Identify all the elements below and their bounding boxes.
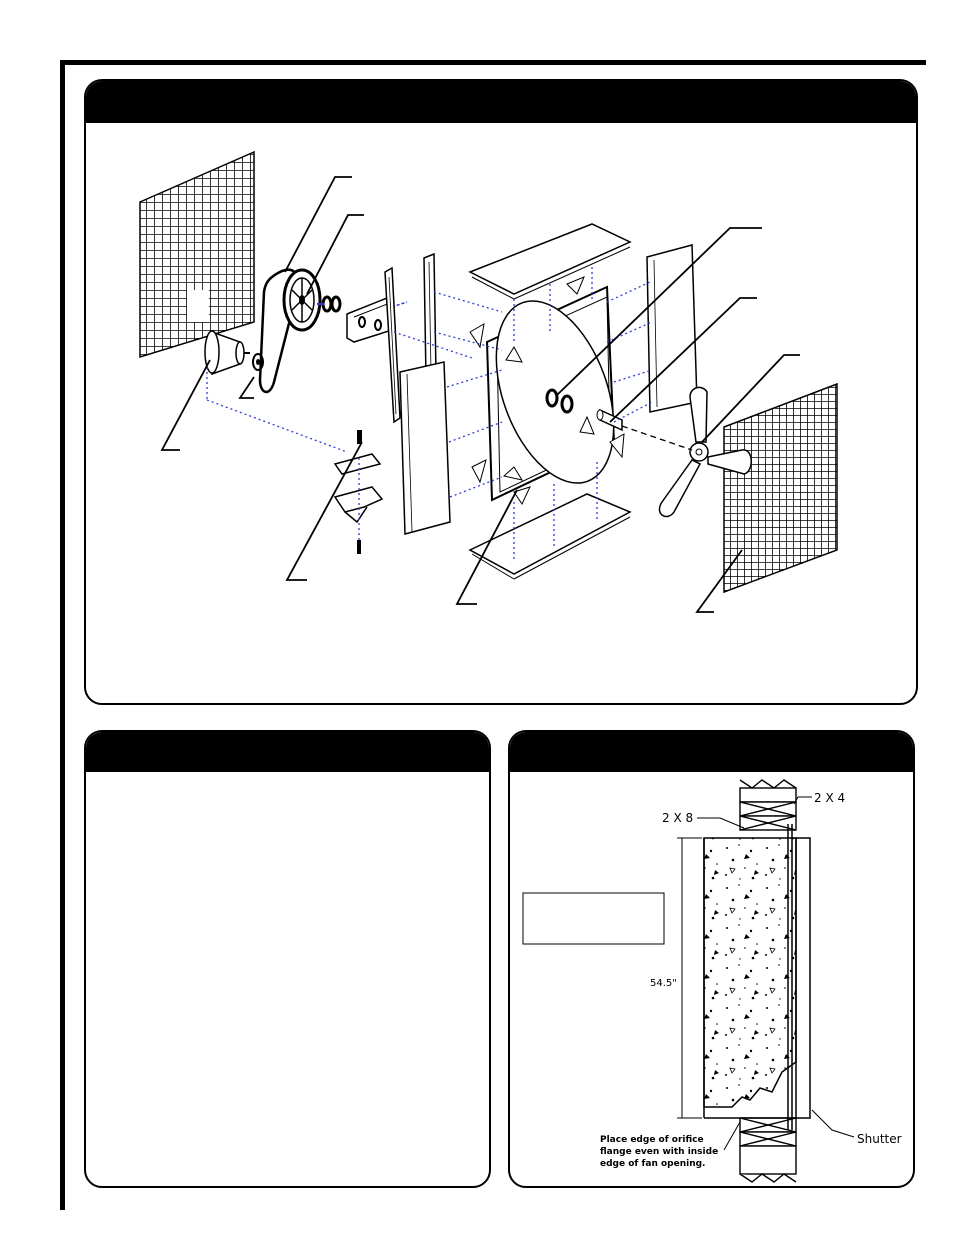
instructions-header: [86, 732, 489, 772]
label-height: 54.5": [650, 978, 677, 989]
fan-shaft-bearings: [545, 388, 574, 414]
exploded-view-header: [86, 81, 916, 123]
wall-section-diagram: 2 X 4 2 X 8 54.5" Shutter Place edge of …: [522, 779, 902, 1183]
bottom-framing: [739, 1117, 797, 1183]
side-panel-left: [399, 361, 451, 535]
assembly-guide-lines: [206, 267, 653, 562]
fan-blade: [658, 386, 752, 518]
label-2x4: 2 X 4: [814, 791, 845, 805]
corner-gussets: [469, 276, 625, 506]
detail-leaders: [697, 796, 855, 1151]
bottom-panel: [468, 493, 632, 580]
concrete-wall-section: [703, 837, 797, 1119]
instructions-title: [86, 732, 489, 752]
shaft-centerline: [621, 425, 693, 451]
note-line-3: edge of fan opening.: [600, 1159, 705, 1169]
installation-detail-header: [510, 732, 913, 772]
shutter: [787, 824, 811, 1130]
frame-top-rule: [60, 60, 926, 65]
motor: [204, 330, 250, 376]
note-line-1: Place edge of orifice: [600, 1135, 704, 1145]
label-shutter: Shutter: [857, 1132, 902, 1146]
callout-box: [522, 892, 665, 945]
side-panel-right: [646, 244, 698, 413]
top-panel: [468, 223, 632, 300]
label-2x8: 2 X 8: [662, 811, 693, 825]
frame-left-rule: [60, 60, 65, 1210]
support-channel-right: [423, 252, 437, 380]
bearing-bracket: [346, 297, 408, 343]
orifice-panel: [485, 285, 616, 502]
top-framing: [739, 779, 797, 831]
support-channel-left: [384, 266, 401, 424]
instructions-panel: [84, 730, 491, 1188]
front-guard-grill: [723, 382, 838, 594]
height-dimension: [677, 837, 702, 1119]
callout-leaders: [160, 176, 800, 613]
pulley-bearings: [317, 295, 342, 313]
note-line-2: flange even with inside: [600, 1147, 718, 1157]
rear-guard-grill: [139, 150, 255, 359]
installation-detail-panel: 2 X 4 2 X 8 54.5" Shutter Place edge of …: [508, 730, 915, 1188]
exploded-diagram: [139, 150, 838, 613]
exploded-view-panel: [84, 79, 918, 705]
